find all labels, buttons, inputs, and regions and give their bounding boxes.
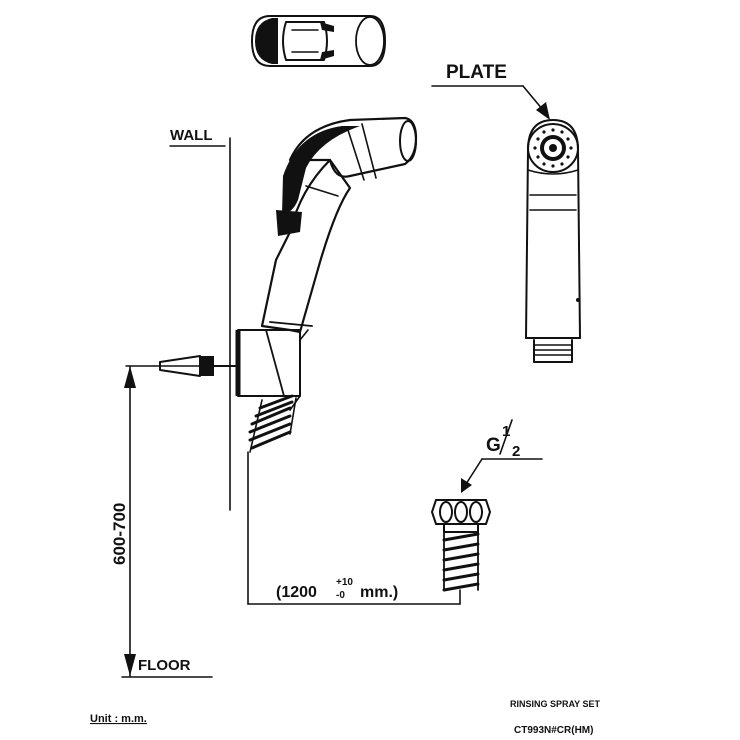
thread-denominator: 2 bbox=[512, 443, 520, 460]
unit-note: Unit : m.m. bbox=[90, 713, 147, 725]
title-block: Unit : m.m. RINSING SPRAY SET CT993N#CR(… bbox=[90, 699, 601, 736]
hose-tolerance-minus: -0 bbox=[336, 590, 345, 601]
hose-tolerance-plus: +10 bbox=[336, 577, 353, 588]
hose-length-unit: mm.) bbox=[360, 584, 398, 601]
spray-head-top-view bbox=[251, 15, 386, 67]
floor-callout: FLOOR bbox=[121, 657, 213, 678]
height-range-label: 600-700 bbox=[110, 503, 129, 565]
thread-g-label: G bbox=[486, 435, 501, 456]
hose-connector-nut bbox=[431, 499, 491, 533]
wall-label: WALL bbox=[170, 127, 213, 144]
plate-callout: PLATE bbox=[431, 62, 550, 120]
thread-callout: G 1 2 bbox=[461, 419, 543, 493]
hose-coil-bottom bbox=[442, 531, 480, 592]
spray-head-front-view bbox=[525, 119, 581, 363]
product-name: RINSING SPRAY SET bbox=[510, 699, 601, 709]
hose-coil-top bbox=[248, 394, 297, 453]
plate-label: PLATE bbox=[446, 62, 507, 83]
spray-gun-side-view bbox=[235, 116, 418, 453]
hose-length-open: (1200 bbox=[276, 584, 317, 601]
wall-anchor bbox=[153, 355, 239, 377]
thread-numerator: 1 bbox=[502, 423, 510, 440]
nozzle-holes bbox=[533, 128, 573, 168]
hose-length-dimension: (1200 +10 -0 mm.) bbox=[247, 451, 461, 605]
floor-label: FLOOR bbox=[138, 657, 191, 674]
model-number: CT993N#CR(HM) bbox=[514, 725, 593, 736]
wall-callout: WALL bbox=[169, 127, 231, 511]
height-dimension: 600-700 bbox=[110, 365, 155, 677]
